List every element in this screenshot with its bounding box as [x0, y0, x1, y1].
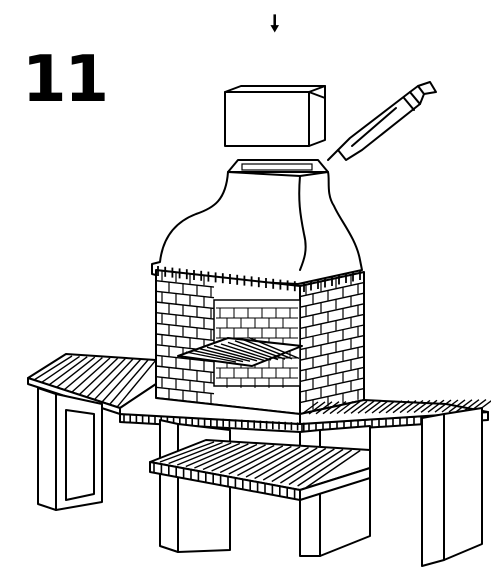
lower-shelf: [149, 439, 371, 501]
chimney-cap-block: [224, 85, 326, 147]
down-arrow-icon: 🠗: [270, 12, 280, 37]
firebox-brick-body: [155, 266, 365, 415]
chimney-hood: [151, 159, 363, 285]
sealant-syringe-icon: [327, 81, 437, 161]
step-number: 11: [22, 43, 109, 117]
